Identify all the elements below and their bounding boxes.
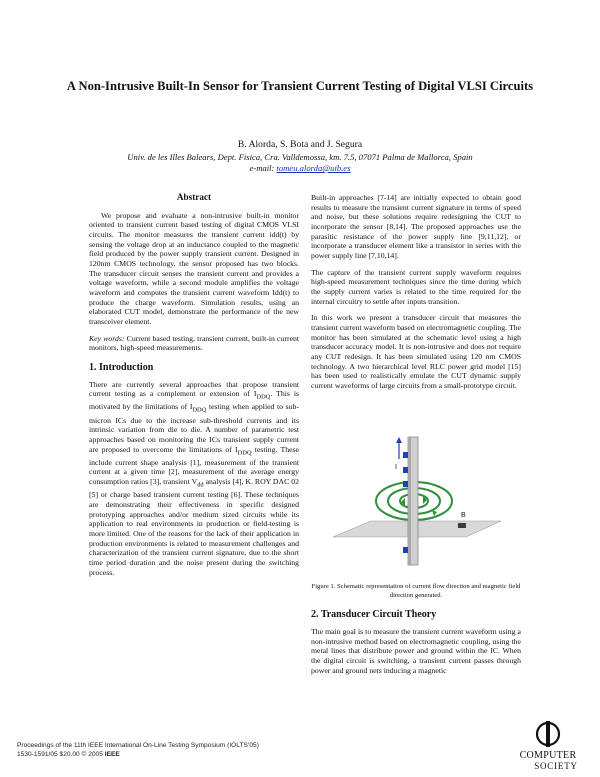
right-column: Built-in approaches [7-14] are initially… <box>311 193 521 682</box>
logo-text-society: SOCIETY <box>534 761 578 771</box>
figure-label-field: B <box>461 512 466 519</box>
current-markers <box>403 452 408 554</box>
intro-text-3: testing when applied to sub-micron ICs d… <box>89 402 299 454</box>
footer-copyright: 1530-1591/05 $20.00 © 2005 IEEE <box>17 750 377 759</box>
sensor-element <box>458 523 466 529</box>
intro-heading: 1. Introduction <box>89 361 154 373</box>
intro-sub-3: DDQ <box>237 449 252 457</box>
abstract-text: We propose and evaluate a non-intrusive … <box>89 210 299 326</box>
paper-title: A Non-Intrusive Built-In Sensor for Tran… <box>66 79 534 93</box>
intro-sub-1: DDQ <box>256 393 271 401</box>
computer-society-logo: COMPUTER SOCIETY <box>508 712 590 772</box>
intro-text-5: analysis [4], K. ROY DAC 02 [5] or charg… <box>89 477 299 577</box>
abstract-heading: Abstract <box>176 192 212 202</box>
email-line: e-mail: tomeu.alorda@uib.es <box>60 163 540 174</box>
left-column: Abstract We propose and evaluate a non-i… <box>89 192 299 584</box>
email-link[interactable]: tomeu.alorda@uib.es <box>276 163 351 173</box>
paper-authors: B. Alorda, S. Bota and J. Segura <box>237 139 363 150</box>
logo-text-computer: COMPUTER <box>520 750 577 761</box>
field-direction-arrows <box>401 496 437 517</box>
figure-1-caption: Figure 1. Schematic representation of cu… <box>311 583 521 599</box>
section-2-heading: 2. Transducer Circuit Theory <box>311 609 437 621</box>
intro-text-4: testing. These include current shape ana… <box>89 444 299 487</box>
figure-1: I B <box>311 397 521 577</box>
intro-paragraph: There are currently several approaches t… <box>89 380 299 578</box>
right-paragraph-3: In this work we present a transducer cir… <box>311 313 521 390</box>
keywords-text: Current based testing, transient current… <box>89 333 299 353</box>
email-prefix: e-mail: <box>249 163 277 173</box>
keywords: Key words: Current based testing, transi… <box>89 334 299 353</box>
right-paragraph-1: Built-in approaches [7-14] are initially… <box>311 193 521 260</box>
logo-stem <box>546 721 550 747</box>
intro-sub-2: DDQ <box>192 406 207 414</box>
conductor-shade <box>408 437 411 566</box>
paper-affiliation: Univ. de les Illes Balears, Dept. Fisica… <box>60 152 540 174</box>
magnetic-field-diagram: I B <box>332 437 502 566</box>
intro-text-1: There are currently several approaches t… <box>89 379 299 399</box>
figure-label-current: I <box>395 464 397 471</box>
footer-copyright-text: 1530-1591/05 $20.00 © 2005 <box>17 751 105 758</box>
intro-text-2: . This is motivated by the limitations o… <box>89 389 299 412</box>
affiliation-text: Univ. de les Illes Balears, Dept. Fisica… <box>127 152 473 162</box>
right-paragraph-2: The capture of the transient current sup… <box>311 267 521 306</box>
footer-proceedings: Proceedings of the 11th IEEE Internation… <box>17 742 259 749</box>
footer-ieee-mark: IEEE <box>104 751 120 758</box>
page-footer: Proceedings of the 11th IEEE Internation… <box>17 741 377 759</box>
keywords-label: Key words: <box>89 333 125 343</box>
intro-sub-4: dd <box>197 481 204 489</box>
logo-graphic: COMPUTER SOCIETY <box>520 721 578 771</box>
right-paragraph-4: The main goal is to measure the transien… <box>311 626 521 675</box>
